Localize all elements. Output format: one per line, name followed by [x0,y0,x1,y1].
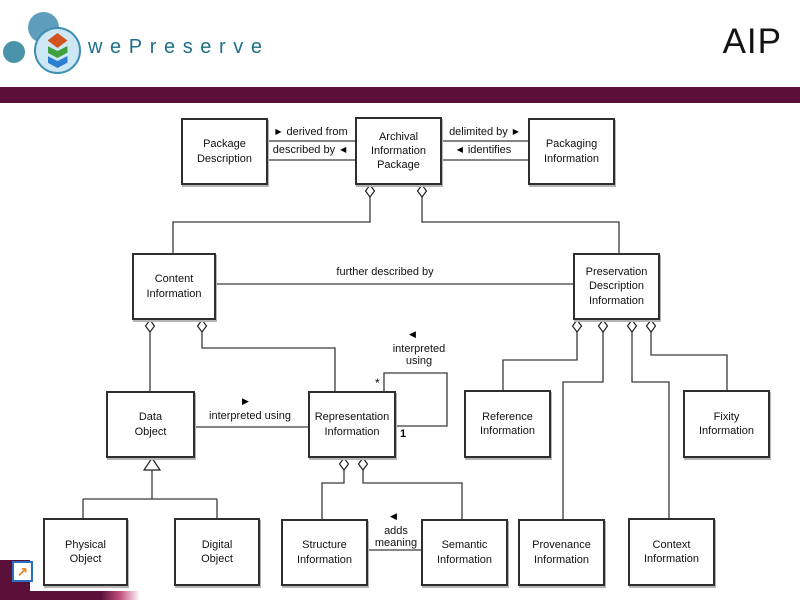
edge-label-further-described-by: further described by [325,266,445,278]
page-title: AIP [722,22,782,61]
edge-label-text: interpreted using [392,343,446,367]
arrow-left-icon: ◀ [456,145,463,154]
arrow-left-icon: ◀ [340,145,347,154]
corner-emblem-bar [0,591,140,600]
generalization-triangle-icon [142,456,162,471]
edge-label-text: described by [272,144,336,156]
corner-emblem-icon: ↗ [12,561,33,582]
box-packaging-information: Packaging Information [528,118,615,185]
box-package-description: Package Description [181,118,268,185]
edge-label-text: delimited by [449,126,508,138]
arrow-right-icon: ▶ [242,396,249,406]
edge-label-text: further described by [336,266,434,278]
logo-chevron-green-icon [47,46,68,58]
logo-circle-small [3,41,25,63]
brand-name: wePreserve [88,36,270,58]
box-context-information: Context Information [628,518,715,586]
logo-diamond-icon [47,33,68,48]
header-divider-bar [0,87,800,103]
diagonal-arrow-icon: ↗ [17,564,28,579]
box-fixity-information: Fixity Information [683,390,770,458]
multiplicity-many: * [375,376,380,390]
box-archival-information-package: Archival Information Package [355,117,442,185]
multiplicity-one: 1 [400,428,407,440]
edge-label-interpreted-using: interpreted using [200,410,300,422]
box-reference-information: Reference Information [464,390,551,458]
box-content-information: Content Information [132,253,216,320]
edge-label-described-by: described by ◀ [266,144,353,156]
arrow-right-icon: ▶ [512,127,519,136]
box-physical-object: Physical Object [43,518,128,586]
arrow-left-icon: ◀ [409,329,416,339]
box-data-object: Data Object [106,391,195,458]
edge-label-derived-from: ▶ derived from [268,126,355,138]
box-provenance-information: Provenance Information [518,519,605,586]
arrow-right-icon: ▶ [275,127,282,136]
edge-label-text: derived from [286,126,348,138]
edge-label-text: interpreted using [209,410,291,422]
edge-label-delimited-by: delimited by ▶ [443,126,525,138]
wepreserve-logo-icon [34,27,81,74]
edge-label-adds-meaning: adds meaning [369,525,423,549]
logo-chevron-blue-icon [47,56,68,68]
box-digital-object: Digital Object [174,518,260,586]
edge-label-text: identifies [467,144,512,156]
edge-label-text: adds meaning [374,525,418,549]
aggregation-diamond-icons [144,184,657,471]
box-preservation-description-information: Preservation Description Information [573,253,660,320]
box-structure-information: Structure Information [281,519,368,586]
box-representation-information: Representation Information [308,391,396,458]
edge-label-interpreted-using-self: interpreted using [386,343,452,367]
edge-label-identifies: ◀ identifies [446,144,522,156]
box-semantic-information: Semantic Information [421,519,508,586]
arrow-left-icon: ◀ [390,511,397,521]
